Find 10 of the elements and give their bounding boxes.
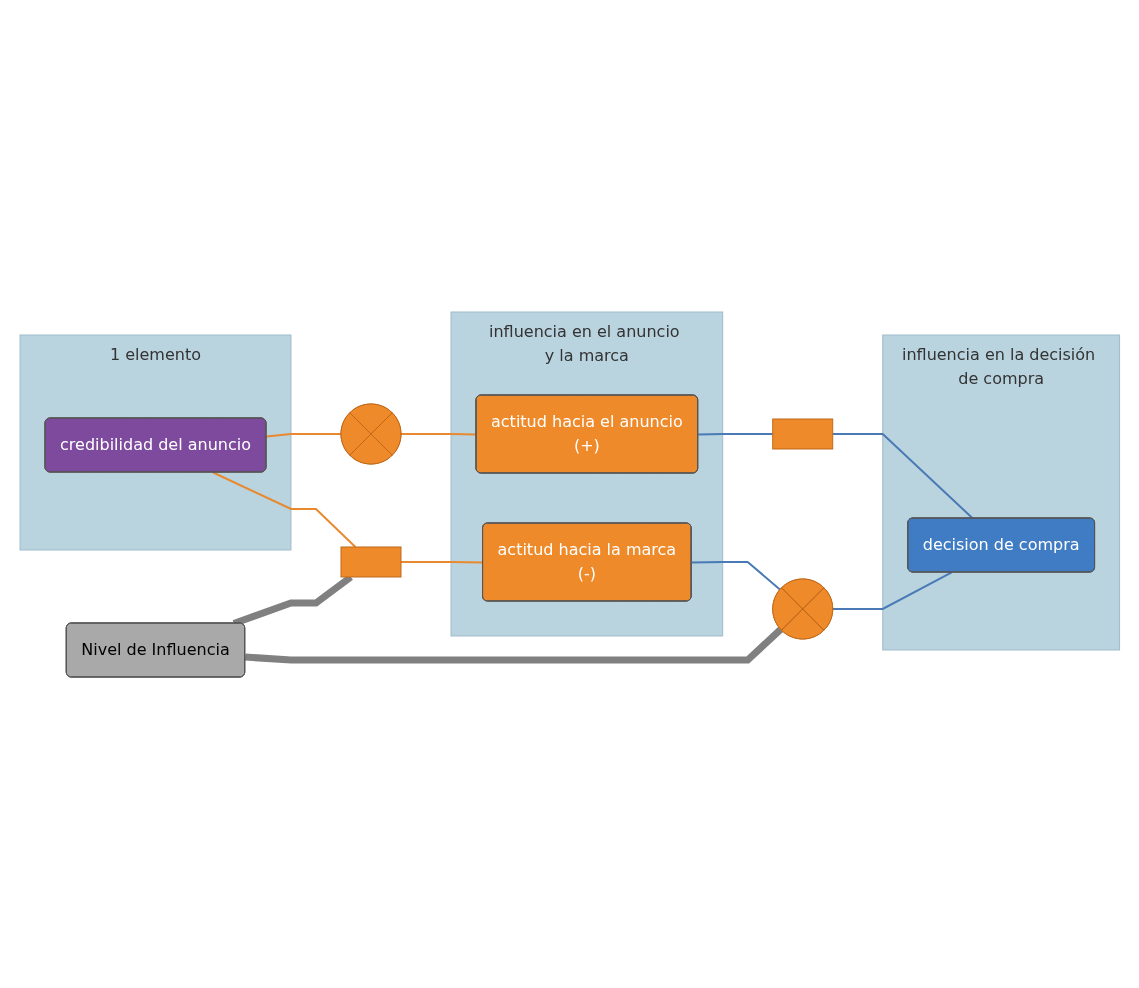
node-minus: [771, 418, 833, 449]
connector: [831, 571, 953, 610]
connector: [690, 560, 781, 590]
connector: [211, 471, 357, 548]
node-minus: [340, 546, 402, 577]
connector: [696, 432, 774, 435]
connector: [265, 432, 342, 437]
connector: [244, 626, 783, 663]
connector: [831, 432, 974, 519]
connector: [399, 560, 484, 563]
